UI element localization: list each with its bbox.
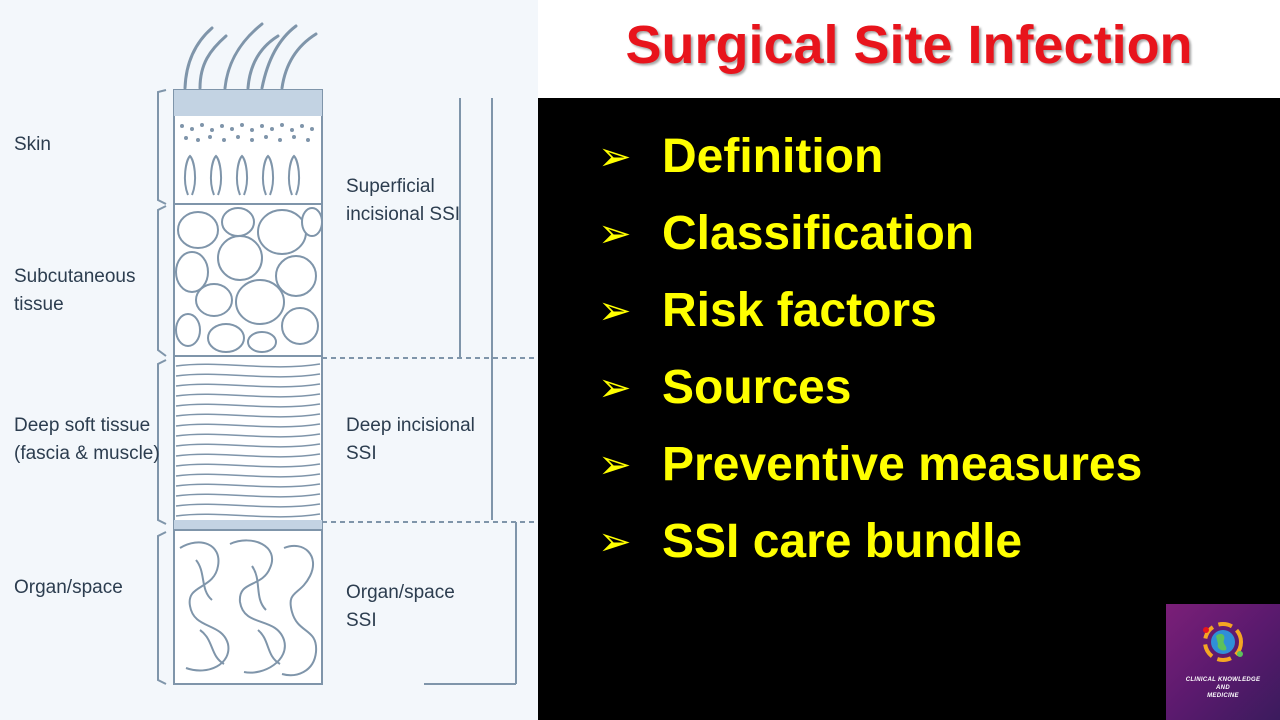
topic-label: Classification	[662, 207, 975, 260]
topic-item-risk-factors: ➢ Risk factors	[598, 272, 1142, 349]
right-brackets	[424, 98, 517, 685]
topic-item-classification: ➢ Classification	[598, 195, 1142, 272]
subcutaneous-fat-layer	[175, 207, 323, 353]
label-organ-space-ssi: Organ/space SSI	[346, 582, 455, 631]
topic-label: Risk factors	[662, 284, 937, 337]
topic-label: Preventive measures	[662, 438, 1143, 491]
dashed-boundaries	[322, 357, 538, 523]
anatomy-diagram-panel: Skin Subcutaneous tissue Deep soft tissu…	[0, 0, 538, 720]
organ-layer	[179, 539, 318, 677]
skin-layer	[174, 90, 322, 205]
label-organ-space: Organ/space	[14, 577, 123, 598]
topic-item-ssi-care-bundle: ➢ SSI care bundle	[598, 503, 1142, 580]
arrow-bullet-icon: ➢	[598, 518, 632, 565]
title-bar: Surgical Site Infection	[538, 0, 1280, 98]
topic-item-sources: ➢ Sources	[598, 349, 1142, 426]
arrow-bullet-icon: ➢	[598, 287, 632, 334]
globe-icon	[1203, 622, 1243, 662]
topic-label: SSI care bundle	[662, 515, 1023, 568]
topic-item-preventive-measures: ➢ Preventive measures	[598, 426, 1142, 503]
label-deep-incisional-ssi: Deep incisional SSI	[346, 415, 475, 464]
label-superficial-incisional-ssi: Superficial incisional SSI	[346, 176, 461, 225]
hair-strands	[183, 22, 318, 90]
topic-label: Definition	[662, 130, 884, 183]
arrow-bullet-icon: ➢	[598, 133, 632, 180]
channel-logo: CLINICAL KNOWLEDGE AND MEDICINE	[1166, 604, 1280, 720]
arrow-bullet-icon: ➢	[598, 210, 632, 257]
slide-title: Surgical Site Infection	[625, 15, 1193, 75]
label-subcutaneous-tissue: Subcutaneous tissue	[14, 266, 136, 315]
muscle-fiber-layer	[175, 363, 321, 518]
topic-panel: ➢ Definition ➢ Classification ➢ Risk fac…	[538, 98, 1280, 720]
label-skin: Skin	[14, 134, 51, 155]
topic-list: ➢ Definition ➢ Classification ➢ Risk fac…	[598, 118, 1142, 580]
logo-text: CLINICAL KNOWLEDGE AND MEDICINE	[1185, 677, 1261, 699]
arrow-bullet-icon: ➢	[598, 441, 632, 488]
left-brackets	[157, 89, 167, 685]
topic-item-definition: ➢ Definition	[598, 118, 1142, 195]
topic-label: Sources	[662, 361, 852, 414]
tissue-layers-diagram	[157, 22, 538, 685]
label-deep-soft-tissue: Deep soft tissue (fascia & muscle)	[14, 415, 160, 464]
arrow-bullet-icon: ➢	[598, 364, 632, 411]
